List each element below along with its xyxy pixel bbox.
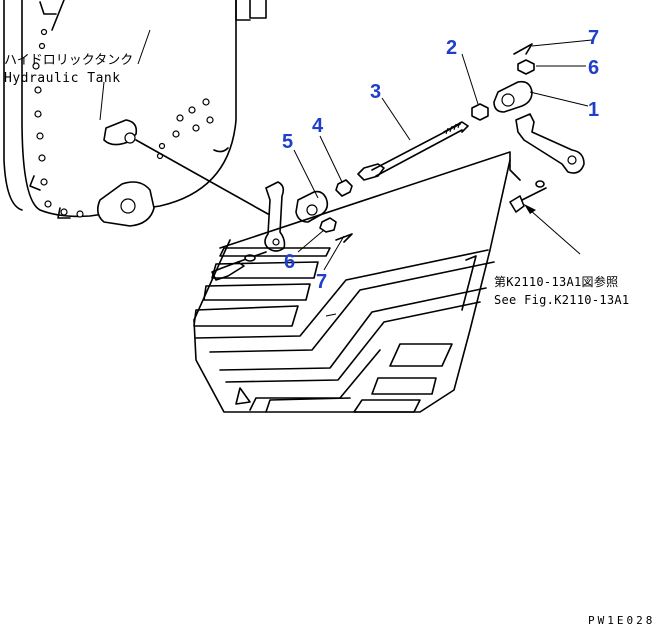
callout-3: 3 — [370, 81, 381, 103]
drawing-code: PW1E028 — [588, 614, 655, 627]
lever-assembly-left — [211, 179, 353, 281]
cab-panel — [193, 151, 521, 413]
tank-label-en: Hydraulic Tank — [4, 71, 121, 86]
callout-6-left: 6 — [284, 251, 295, 273]
callout-7-right: 7 — [588, 27, 599, 49]
callout-1: 1 — [588, 99, 599, 121]
figure-reference: 第K2110-13A1図参照 See Fig.K2110-13A1 — [494, 274, 629, 307]
tank-label: ハイドロリックタンク Hydraulic Tank — [4, 29, 151, 121]
callout-5: 5 — [282, 131, 293, 153]
tank-to-lever-line — [135, 139, 269, 215]
callout-2: 2 — [446, 37, 457, 59]
leader-lines — [293, 39, 593, 271]
callout-4: 4 — [312, 115, 324, 137]
rod-part-3 — [357, 121, 469, 181]
lever-assembly-right — [471, 43, 585, 213]
callout-7-left: 7 — [316, 271, 327, 293]
tank-label-jp: ハイドロリックタンク — [4, 53, 133, 68]
reference-label-jp: 第K2110-13A1図参照 — [494, 274, 618, 289]
hydraulic-tank — [3, 0, 267, 227]
reference-label-en: See Fig.K2110-13A1 — [494, 293, 629, 307]
callout-6-right: 6 — [588, 57, 599, 79]
